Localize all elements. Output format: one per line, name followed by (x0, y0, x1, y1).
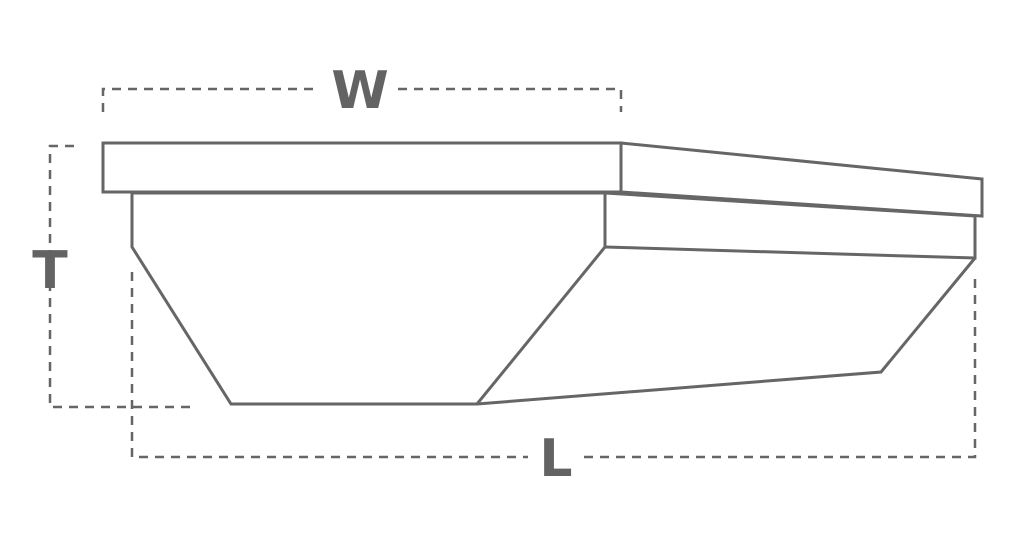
lid-side-face (619, 141, 984, 218)
dimension-lines (48, 87, 977, 459)
lid-front-face (101, 141, 623, 194)
body-front-face (130, 191, 607, 406)
width-dimension-line (101, 87, 623, 112)
thickness-label: T (32, 241, 68, 301)
width-label: W (331, 61, 388, 121)
body-side-bottom-edge (476, 257, 977, 406)
toolbox-outline (101, 141, 984, 406)
length-label: L (539, 429, 572, 489)
length-dimension-line (130, 272, 977, 459)
thickness-dimension-line (48, 144, 196, 409)
body-side-top-edge (604, 191, 977, 260)
